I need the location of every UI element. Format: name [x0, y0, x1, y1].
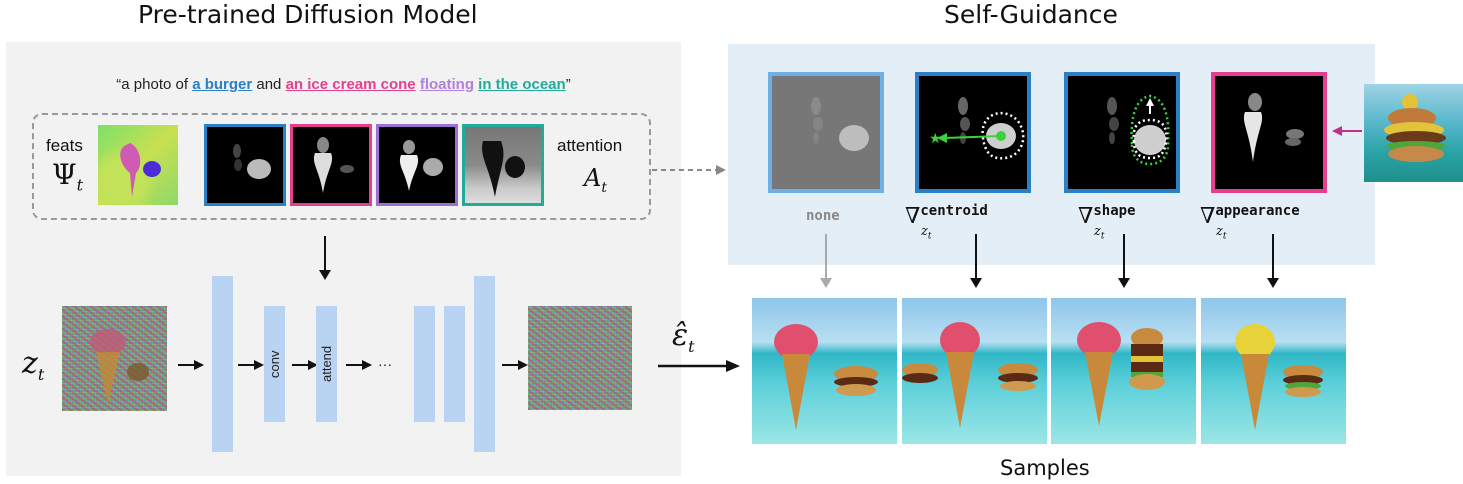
- zt-sub-appearance: zt: [1216, 224, 1226, 242]
- ellipsis: ···: [378, 356, 392, 372]
- epsilon-symbol: ε̂t: [672, 318, 695, 356]
- arrow-centroid-sample: [970, 234, 982, 288]
- zt-centroid-letter: z: [921, 224, 928, 239]
- attend-block: attend: [316, 306, 337, 422]
- prompt-text: “a photo of a burger and an ice cream co…: [0, 76, 687, 93]
- zt-appearance-letter: z: [1216, 224, 1223, 239]
- psi-symbol: Ψt: [52, 158, 83, 195]
- psi-sub: t: [76, 175, 83, 195]
- arrow-none-sample: [820, 234, 832, 288]
- sample-appearance: [1201, 298, 1346, 444]
- dashed-arrow: [652, 165, 726, 175]
- noisy-input-content: [90, 329, 149, 404]
- conv-block: conv: [264, 306, 285, 422]
- guidance-map-centroid: ★: [915, 72, 1031, 193]
- epsilon-letter: ε̂: [672, 318, 689, 353]
- epsilon-arrow: [658, 360, 740, 372]
- attention-symbol: At: [584, 164, 607, 196]
- guidance-map-none: [768, 72, 884, 193]
- attention-letter: A: [584, 164, 602, 192]
- label-appearance: ∇appearance zt: [1200, 203, 1300, 242]
- samples-label: Samples: [1000, 456, 1090, 480]
- reference-burger: [1384, 94, 1446, 162]
- unet-bar-1: [212, 276, 233, 452]
- sample-centroid-content: [902, 322, 1038, 428]
- arrow-4: [346, 360, 372, 370]
- attn-ocean-shape: [482, 141, 525, 197]
- arrow-shape-sample: [1118, 234, 1130, 288]
- arrow-2: [238, 360, 264, 370]
- attention-map-ocean: [462, 124, 544, 206]
- none-map-shapes: [811, 97, 869, 151]
- arrow-1: [178, 360, 204, 370]
- zt-centroid-sub: t: [927, 231, 932, 242]
- prompt-word-ice-cream: an ice cream cone: [285, 76, 416, 93]
- zt-shape-sub: t: [1100, 231, 1105, 242]
- sample-shape-content: [1077, 322, 1165, 426]
- prompt-word-burger: a burger: [192, 76, 253, 93]
- prompt-word-ocean: in the ocean: [478, 76, 566, 93]
- sample-appearance-content: [1235, 324, 1323, 430]
- feats-image: [98, 125, 178, 205]
- left-title: Pre-trained Diffusion Model: [138, 0, 478, 29]
- unet-bar-6: [444, 306, 465, 422]
- prompt-and: and: [252, 76, 286, 93]
- features-box: [32, 113, 651, 220]
- arrow-appearance-sample: [1267, 234, 1279, 288]
- arrow-3: [292, 360, 318, 370]
- prompt-word-floating: floating: [419, 76, 474, 93]
- label-shape: ∇shape zt: [1078, 203, 1136, 242]
- attention-sub: t: [601, 179, 607, 196]
- sample-shape: [1051, 298, 1196, 444]
- centroid-text: centroid: [920, 203, 988, 219]
- attn-icecream-shape: [313, 137, 354, 193]
- sample-centroid: [902, 298, 1047, 444]
- zt-sub-shape: zt: [1094, 224, 1104, 242]
- attention-map-burger: [204, 124, 286, 206]
- zt-sub: t: [37, 365, 45, 384]
- zt-sub-centroid: zt: [921, 224, 931, 242]
- attn-burger-shape: [233, 144, 271, 179]
- feats-label: feats: [46, 136, 83, 155]
- attention-map-ice-cream: [290, 124, 372, 206]
- nabla-appearance: ∇: [1200, 204, 1216, 229]
- prompt-close: ”: [565, 76, 571, 93]
- zt-letter: z: [22, 346, 38, 381]
- guidance-map-shape: [1064, 72, 1180, 193]
- noise-prediction-image: [528, 306, 632, 410]
- label-none: none: [806, 208, 840, 224]
- psi-letter: Ψ: [52, 158, 77, 191]
- svg-text:★: ★: [929, 131, 942, 147]
- label-centroid: ∇centroid zt: [905, 203, 988, 242]
- feats-shapes: [120, 143, 161, 197]
- arrow-5: [502, 360, 528, 370]
- epsilon-sub: t: [688, 337, 695, 356]
- zt-appearance-sub: t: [1222, 231, 1227, 242]
- nabla-shape: ∇: [1078, 204, 1094, 229]
- attention-label: attention: [557, 136, 623, 155]
- prompt-open: “a photo of: [116, 76, 193, 93]
- unet-bar-7: [474, 276, 495, 452]
- down-arrow-attend: [319, 236, 331, 280]
- zt-shape-letter: z: [1094, 224, 1101, 239]
- zt-symbol: zt: [22, 346, 44, 384]
- appearance-reference-image: [1364, 84, 1463, 182]
- attention-map-floating: [376, 124, 458, 206]
- sample-none: [752, 298, 897, 444]
- unet-bar-5: [414, 306, 435, 422]
- appearance-ref-arrow: [1332, 126, 1362, 136]
- appearance-map-shapes: [1243, 93, 1304, 162]
- attn-floating-shape: [399, 140, 443, 191]
- centroid-map-shapes: ★: [929, 97, 1025, 160]
- appearance-text: appearance: [1215, 203, 1300, 219]
- shape-text: shape: [1093, 203, 1136, 219]
- right-title: Self-Guidance: [944, 0, 1118, 29]
- guidance-map-appearance: [1211, 72, 1327, 193]
- noisy-input-image: [62, 306, 167, 411]
- nabla-centroid: ∇: [905, 204, 921, 229]
- shape-map-shapes: [1107, 94, 1170, 166]
- sample-none-content: [774, 324, 878, 430]
